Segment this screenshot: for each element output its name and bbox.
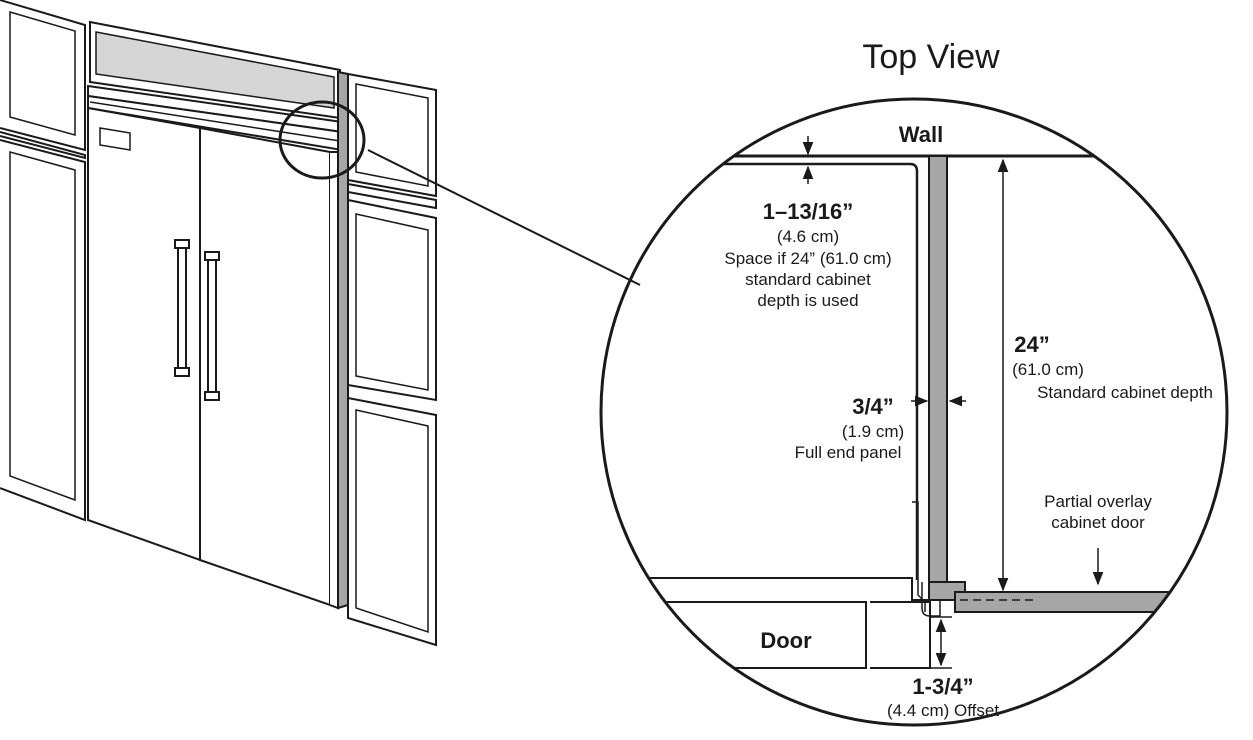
panel-dimension: 3/4”	[852, 394, 894, 419]
space-note-line3: depth is used	[757, 291, 858, 310]
door-handles	[174, 239, 220, 401]
zoom-indicator-circle	[278, 100, 366, 180]
depth-metric: (61.0 cm)	[1012, 360, 1084, 379]
offset-dimension: 1-3/4”	[912, 674, 973, 699]
panel-note: Full end panel	[795, 443, 902, 462]
left-lower-cabinet	[0, 139, 86, 522]
control-display	[99, 127, 131, 151]
right-lower-cabinet	[347, 396, 437, 647]
space-note-line1: Space if 24” (61.0 cm)	[724, 249, 891, 268]
panel-metric: (1.9 cm)	[842, 422, 904, 441]
right-middle-cabinet	[347, 198, 437, 402]
depth-note: Standard cabinet depth	[1037, 383, 1213, 402]
diagram-title: Top View	[862, 38, 1000, 76]
refrigerator-right-door	[199, 126, 331, 607]
overlay-note-line1: Partial overlay	[1044, 492, 1152, 511]
wall-label: Wall	[899, 122, 943, 147]
overlay-note-line2: cabinet door	[1051, 513, 1145, 532]
refrigerator-outline	[601, 162, 919, 580]
space-dimension: 1–13/16”	[763, 199, 854, 224]
door-label: Door	[760, 628, 812, 653]
depth-dimension: 24”	[1014, 332, 1049, 357]
full-end-panel	[928, 155, 948, 585]
partial-overlay-door	[954, 591, 1227, 613]
door-slab	[601, 577, 928, 601]
magnifier-circle	[599, 97, 1229, 727]
left-upper-cabinet	[0, 0, 86, 152]
space-note-line2: standard cabinet	[745, 270, 871, 289]
end-panel-strip	[337, 70, 349, 610]
right-upper-cabinet	[347, 72, 437, 198]
leader-line-upper	[367, 149, 641, 286]
refrigerator-illustration	[0, 0, 641, 647]
top-view-detail: Wall Door 1–13/16” (4.6 cm) Space if 24”…	[599, 97, 1229, 727]
offset-note: (4.4 cm) Offset	[887, 701, 999, 720]
space-metric: (4.6 cm)	[777, 227, 839, 246]
